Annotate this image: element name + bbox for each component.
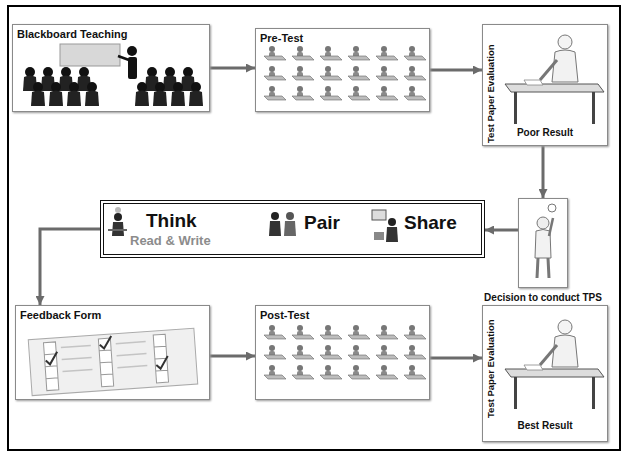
process-box: Feedback Form [15, 305, 210, 400]
student-figure [153, 82, 167, 106]
desk-grid [264, 46, 426, 100]
teacher-arm [118, 56, 129, 60]
head [114, 213, 122, 221]
teacher-head [127, 46, 137, 56]
vertical-label: Test Paper Evaluation [486, 44, 497, 143]
process-box: Post-Test [255, 305, 430, 400]
thought-bubble [115, 207, 121, 213]
node-label: Think [146, 210, 197, 232]
head [537, 217, 549, 229]
idea-bulb [548, 204, 556, 212]
head [388, 218, 396, 226]
node-caption: Decision to conduct TPS [484, 292, 602, 304]
decision-box: Decision to conduct TPS [518, 198, 568, 288]
body [269, 221, 281, 236]
flow-arrow [210, 67, 255, 70]
head [286, 212, 294, 220]
process-box: Pre-Test [255, 28, 430, 112]
vertical-label: Test Paper Evaluation [486, 319, 497, 418]
head [271, 212, 279, 220]
student-figure [67, 82, 81, 106]
desk-grid [264, 325, 426, 379]
node-label: Blackboard Teaching [17, 28, 127, 41]
flow-arrow [430, 357, 482, 360]
process-box: Blackboard Teaching [12, 24, 210, 112]
evaluation-box: Test Paper EvaluationBest Result [482, 305, 608, 442]
checkbox-column [43, 342, 58, 391]
node-label: Post-Test [260, 309, 309, 322]
blackboard [60, 44, 120, 66]
flow-arrow [542, 146, 545, 198]
body [386, 227, 398, 242]
flow-arrow [430, 69, 482, 72]
form-lines [61, 342, 147, 372]
flow-arrow [485, 229, 518, 232]
flow-arrow [40, 229, 100, 305]
check-marks [44, 332, 168, 376]
node-label: Poor Result [517, 127, 573, 139]
node-label: Share [404, 212, 457, 234]
board [372, 210, 386, 220]
evaluator-figure [505, 320, 604, 409]
node-label: Best Result [517, 420, 572, 432]
feedback-sheet [28, 328, 198, 395]
legs [537, 258, 549, 278]
flow-arrow [210, 355, 255, 358]
sheet [28, 328, 198, 395]
student-figure [171, 82, 185, 106]
outer-frame [8, 6, 620, 450]
tps-band: ThinkRead & Write Pair Share [100, 200, 485, 258]
evaluation-box: Test Paper EvaluationPoor Result [482, 24, 608, 146]
evaluator-figure [505, 35, 604, 124]
listener [374, 232, 384, 240]
node-label: Feedback Form [20, 309, 101, 322]
node-label: Read & Write [130, 234, 211, 249]
node-label: Pair [304, 212, 340, 234]
body [284, 221, 296, 236]
arm [549, 218, 553, 236]
student-figure [49, 82, 63, 106]
node-label: Pre-Test [260, 32, 303, 45]
student-figure [85, 82, 99, 106]
student-figure [135, 82, 149, 106]
teacher-body [128, 57, 137, 79]
desk [108, 229, 127, 231]
student-figure [189, 82, 203, 106]
student-figure [31, 82, 45, 106]
